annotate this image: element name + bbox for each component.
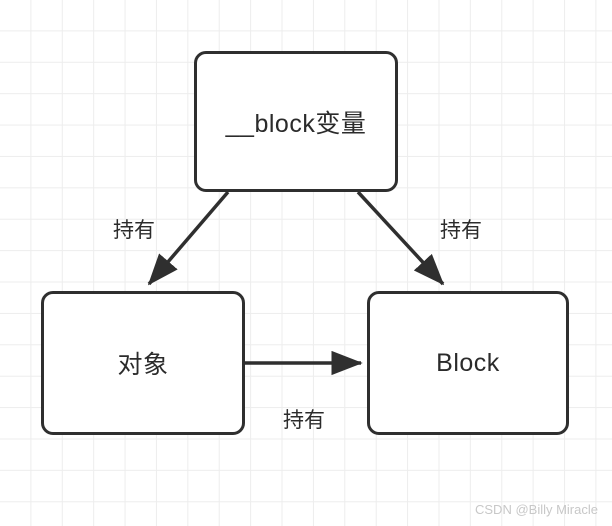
edge-label-block-var-to-object: 持有 [113, 219, 155, 242]
node-block-variable-label: __block变量 [225, 109, 367, 138]
edge-block-var-to-block [356, 190, 445, 286]
node-object[interactable]: 对象 [41, 291, 245, 435]
watermark-text: CSDN @Billy Miracle [475, 502, 598, 517]
node-block-variable[interactable]: __block变量 [194, 51, 398, 192]
edge-label-block-var-to-block: 持有 [440, 219, 482, 242]
edge-label-object-to-block: 持有 [283, 409, 325, 432]
node-object-label: 对象 [117, 351, 169, 379]
node-block-label: Block [436, 348, 500, 377]
edge-block-var-to-object [147, 190, 230, 286]
node-block[interactable]: Block [367, 291, 569, 435]
